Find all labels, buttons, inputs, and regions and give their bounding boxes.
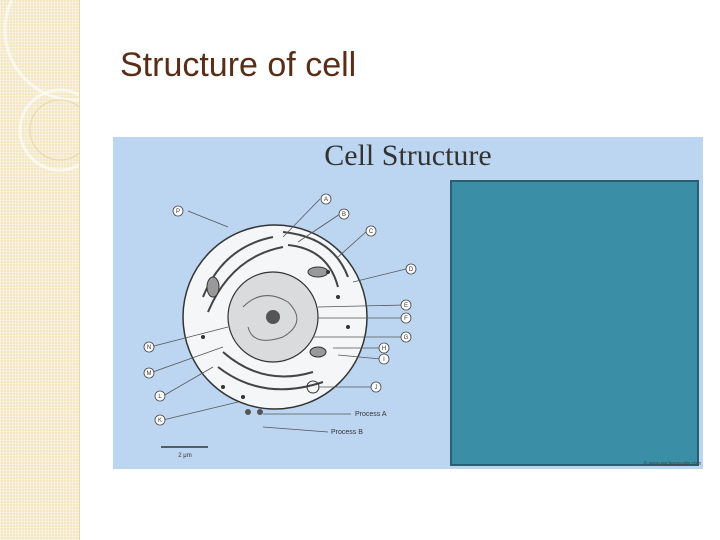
process-b-label: Process B [331,429,363,436]
callout-p: P [176,209,180,215]
circle-ornament-icon [3,0,79,172]
callout-m: M [147,371,152,377]
callout-k: K [158,418,162,424]
cell-structure-figure: Cell Structure [113,137,703,469]
callout-g: G [404,335,409,341]
callout-b: B [342,212,346,218]
callout-a: A [324,197,328,203]
slide-title: Structure of cell [120,46,357,84]
copyright-text: © www.nucleusguide.com [643,461,701,467]
callout-d: D [409,267,414,273]
scale-label: 2 μm [178,453,191,459]
figure-title: Cell Structure [324,139,492,172]
process-a-label: Process A [355,411,387,418]
cell-diagram: P A B C D E F G H I J N M L K Process A … [143,193,417,459]
callout-e: E [404,303,408,309]
callout-c: C [369,229,374,235]
callout-j: J [375,385,378,391]
teal-cover-box [450,180,699,466]
callout-i: I [383,357,385,363]
callout-n: N [147,345,151,351]
callout-f: F [404,316,408,322]
decorative-side-strip [0,0,80,540]
callout-h: H [382,346,386,352]
callout-l: L [158,394,162,400]
